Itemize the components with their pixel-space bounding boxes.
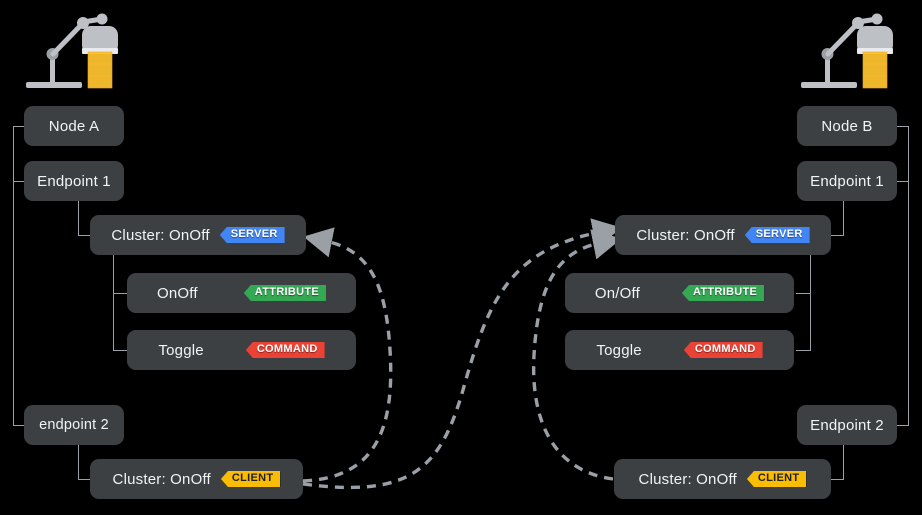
endpoint1-label-right: Endpoint 1 xyxy=(810,172,884,190)
cluster-server-box-left[interactable]: Cluster: OnOff SERVER xyxy=(90,215,306,255)
cluster-client-box-right[interactable]: Cluster: OnOff CLIENT xyxy=(614,459,831,499)
desk-lamp-icon-right xyxy=(795,6,905,101)
cluster-client-label-left: Cluster: OnOff xyxy=(112,470,211,488)
node-label-right: Node B xyxy=(821,117,873,135)
endpoint2-label-left: endpoint 2 xyxy=(39,417,109,433)
tree-branch-right-node xyxy=(897,126,909,128)
tree-branch-right-cluster-client xyxy=(831,479,844,481)
attribute-row-box-right[interactable]: On/Off ATTRIBUTE xyxy=(565,273,794,313)
attribute-badge-left: ATTRIBUTE xyxy=(243,285,326,301)
tree-trunk-right-cluster xyxy=(810,255,812,351)
node-box-left[interactable]: Node A xyxy=(24,106,124,146)
attribute-badge-right: ATTRIBUTE xyxy=(681,285,765,301)
command-label-right: Toggle xyxy=(596,341,642,359)
attribute-row-box-left[interactable]: OnOff ATTRIBUTE xyxy=(127,273,356,313)
client-badge-right: CLIENT xyxy=(746,471,807,487)
cluster-server-label-left: Cluster: OnOff xyxy=(111,226,210,244)
tree-branch-left-cluster-server xyxy=(78,235,91,237)
command-badge-right: COMMAND xyxy=(683,342,763,358)
tree-trunk-left xyxy=(13,126,15,425)
cluster-server-label-right: Cluster: OnOff xyxy=(636,226,735,244)
tree-branch-left-endpoint1 xyxy=(13,181,25,183)
cluster-client-label-right: Cluster: OnOff xyxy=(638,470,737,488)
tree-branch-left-command xyxy=(113,350,127,352)
tree-branch-left-node xyxy=(13,126,25,128)
tree-branch-right-endpoint1 xyxy=(897,181,909,183)
tree-branch-right-command xyxy=(796,350,811,352)
tree-drop-left-endpoint1 xyxy=(78,201,80,235)
server-badge-right: SERVER xyxy=(744,227,810,243)
endpoint2-box-left[interactable]: endpoint 2 xyxy=(24,405,124,445)
attribute-label-left: OnOff xyxy=(157,284,198,302)
cluster-server-box-right[interactable]: Cluster: OnOff SERVER xyxy=(615,215,831,255)
endpoint1-box-left[interactable]: Endpoint 1 xyxy=(24,161,124,201)
tree-drop-right-endpoint2 xyxy=(843,445,845,479)
endpoint2-box-right[interactable]: Endpoint 2 xyxy=(797,405,897,445)
tree-drop-right-endpoint1 xyxy=(843,201,845,235)
command-row-box-left[interactable]: Toggle COMMAND xyxy=(127,330,356,370)
tree-branch-left-cluster-client xyxy=(78,479,91,481)
cluster-client-box-left[interactable]: Cluster: OnOff CLIENT xyxy=(90,459,303,499)
command-badge-left: COMMAND xyxy=(245,342,325,358)
server-badge-left: SERVER xyxy=(219,227,285,243)
node-label-left: Node A xyxy=(48,117,100,135)
endpoint1-label-left: Endpoint 1 xyxy=(37,172,111,190)
command-label-left: Toggle xyxy=(158,341,204,359)
command-row-box-right[interactable]: Toggle COMMAND xyxy=(565,330,794,370)
client-badge-left: CLIENT xyxy=(220,471,281,487)
tree-drop-left-endpoint2 xyxy=(78,445,80,479)
attribute-label-right: On/Off xyxy=(594,284,640,302)
desk-lamp-icon-left xyxy=(20,6,130,101)
tree-branch-left-attribute xyxy=(113,293,127,295)
endpoint1-box-right[interactable]: Endpoint 1 xyxy=(797,161,897,201)
tree-trunk-right xyxy=(908,126,910,425)
tree-branch-right-endpoint2 xyxy=(897,425,909,427)
tree-branch-left-endpoint2 xyxy=(13,425,25,427)
endpoint2-label-right: Endpoint 2 xyxy=(810,416,884,434)
tree-trunk-left-cluster xyxy=(113,255,115,351)
tree-branch-right-attribute xyxy=(796,293,811,295)
node-box-right[interactable]: Node B xyxy=(797,106,897,146)
tree-branch-right-cluster-server xyxy=(831,235,844,237)
